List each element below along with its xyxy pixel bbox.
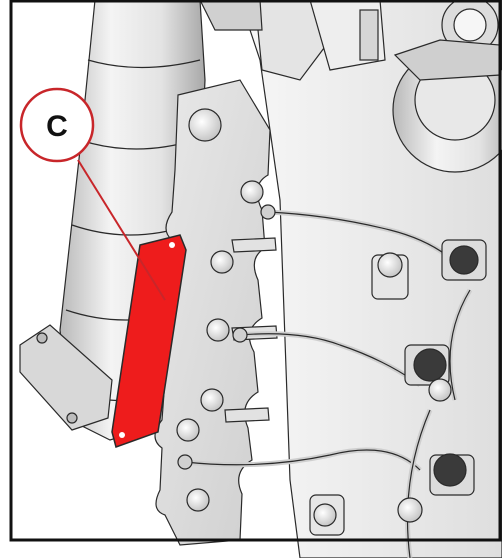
highlighted-gasket — [111, 234, 187, 448]
injectors — [177, 204, 487, 536]
gasket-hole — [119, 432, 125, 438]
frame-border — [9, 0, 502, 542]
callout-circle — [19, 87, 95, 163]
manifold-plate — [154, 79, 278, 546]
engine-block — [199, 0, 502, 558]
gasket-hole — [169, 242, 175, 248]
callout-label: C — [46, 110, 68, 143]
callout-leader-line — [77, 159, 166, 301]
